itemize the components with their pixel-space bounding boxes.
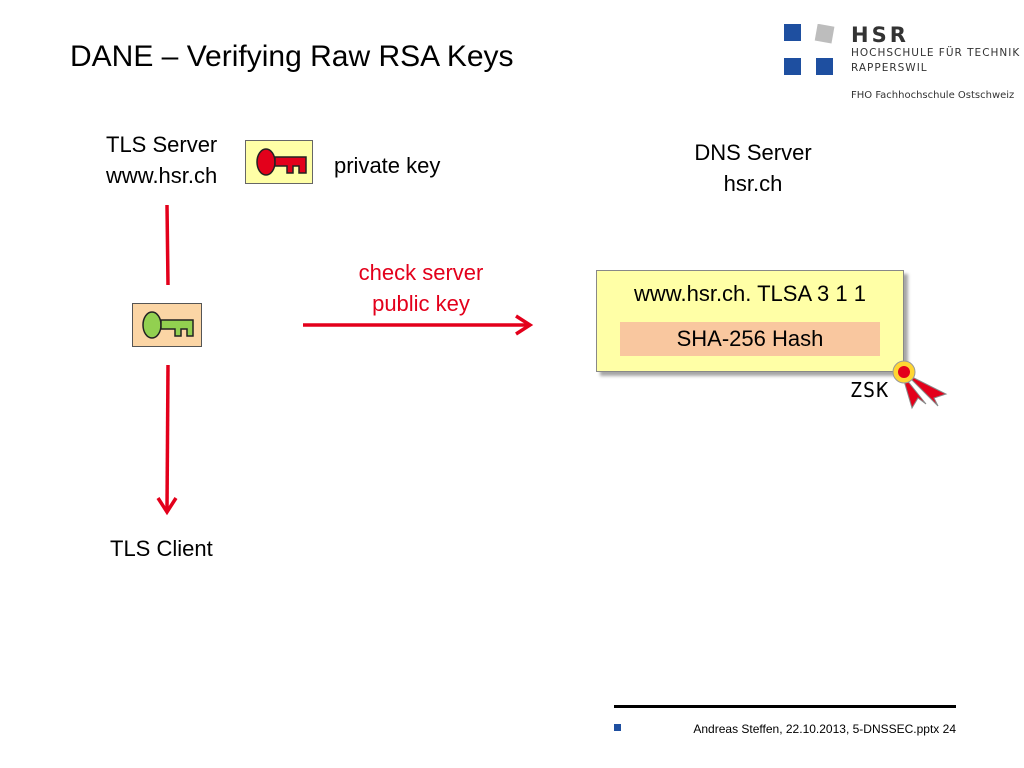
zsk-label: ZSK <box>850 378 890 402</box>
hsr-logo-squares <box>784 24 835 75</box>
private-key-box <box>245 140 313 184</box>
slide-title: DANE – Verifying Raw RSA Keys <box>70 40 514 73</box>
check-key-line1: check server <box>358 260 484 285</box>
check-key-label: check server public key <box>321 257 521 319</box>
key-icon <box>256 148 307 176</box>
rosette-seal-icon <box>892 360 948 410</box>
check-key-line2: public key <box>372 291 470 316</box>
private-key-label: private key <box>334 153 441 178</box>
tls-server-label: TLS Server www.hsr.ch <box>106 129 217 191</box>
tls-server-line2: www.hsr.ch <box>106 163 218 188</box>
footer-bullet-icon <box>614 724 621 731</box>
check-arrow <box>303 314 534 336</box>
dns-server-line1: DNS Server <box>694 140 812 165</box>
key-icon <box>142 311 194 339</box>
logo-name: HSR <box>851 23 909 47</box>
dns-tlsa-record-box: www.hsr.ch. TLSA 3 1 1 SHA-256 Hash <box>596 270 904 372</box>
public-key-box <box>132 303 202 347</box>
logo-line1: HOCHSCHULE FÜR TECHNIK <box>851 47 1021 59</box>
server-to-key-line <box>165 204 170 286</box>
key-to-client-arrow <box>156 364 178 516</box>
dns-server-line2: hsr.ch <box>723 171 783 196</box>
dns-server-label: DNS Server hsr.ch <box>653 137 853 199</box>
logo-line3: FHO Fachhochschule Ostschweiz <box>851 90 1015 101</box>
tls-client-label: TLS Client <box>110 536 213 561</box>
tlsa-record-text: www.hsr.ch. TLSA 3 1 1 <box>634 281 866 306</box>
hsr-logo-text: HSR HOCHSCHULE FÜR TECHNIK RAPPERSWIL <box>851 24 1020 76</box>
footer-rule <box>614 705 956 708</box>
tls-server-line1: TLS Server <box>106 132 218 157</box>
footer-text: Andreas Steffen, 22.10.2013, 5-DNSSEC.pp… <box>693 722 956 736</box>
logo-line2: RAPPERSWIL <box>851 62 928 74</box>
sha256-hash-bar: SHA-256 Hash <box>620 322 880 356</box>
